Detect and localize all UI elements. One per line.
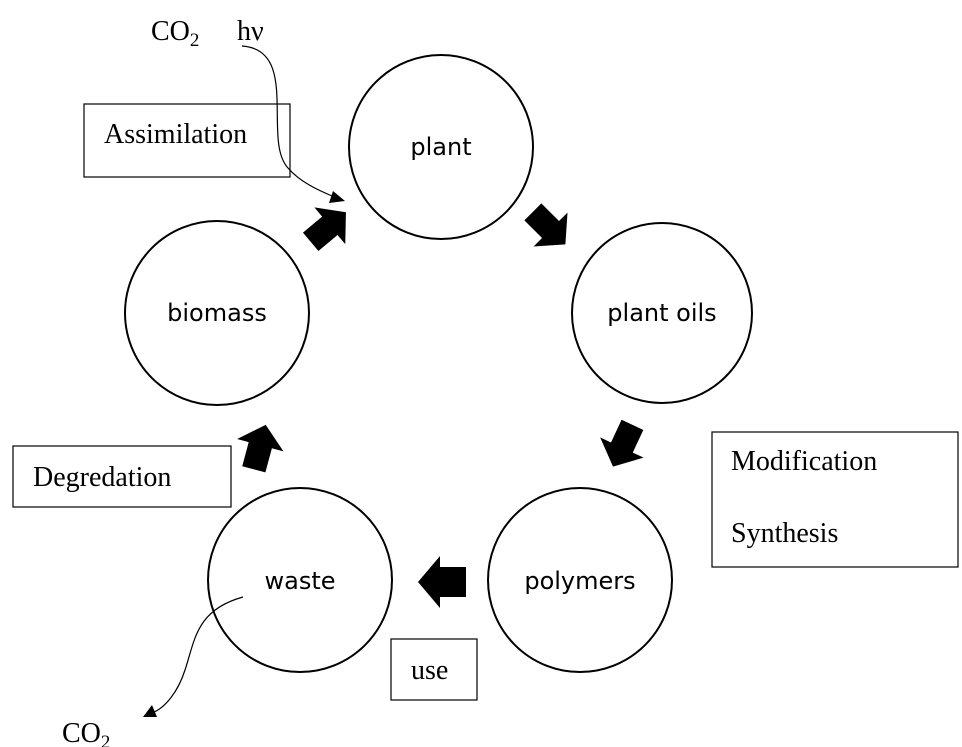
node-waste: waste xyxy=(207,487,393,673)
arrow-oils-to-polymers xyxy=(600,419,644,467)
input-light-label: hν xyxy=(237,16,264,47)
node-plant-circle xyxy=(348,54,534,240)
node-polymers: polymers xyxy=(487,487,673,673)
arrow-waste-to-biomass xyxy=(237,424,284,473)
arrow-plant-to-oils xyxy=(524,203,568,247)
box-degredation: Degredation xyxy=(12,445,232,508)
node-plant-label: plant xyxy=(410,133,471,161)
input-co2-light: CO2 hν xyxy=(151,16,345,203)
output-curve xyxy=(151,596,244,714)
input-arrowhead xyxy=(329,191,345,203)
box-assimilation: Assimilation xyxy=(83,103,291,178)
node-biomass: biomass xyxy=(124,220,310,406)
node-biomass-circle xyxy=(124,220,310,406)
box-degredation-label: Degredation xyxy=(33,462,171,493)
output-co2: CO2 xyxy=(62,596,244,747)
arrow-biomass-to-plant xyxy=(302,207,346,252)
box-degredation-frame xyxy=(12,445,232,508)
node-plant: plant xyxy=(348,54,534,240)
box-use-frame xyxy=(390,638,478,701)
node-plant-oils-label: plant oils xyxy=(607,299,716,327)
box-modification-synthesis: Modification Synthesis xyxy=(711,431,959,568)
node-polymers-label: polymers xyxy=(524,567,635,595)
node-waste-circle xyxy=(207,487,393,673)
input-co2-label: CO2 xyxy=(151,16,199,51)
box-assimilation-label: Assimilation xyxy=(104,119,247,150)
box-use-label: use xyxy=(411,655,448,686)
node-plant-oils-circle xyxy=(571,222,753,404)
box-assimilation-frame xyxy=(83,103,291,178)
node-plant-oils: plant oils xyxy=(571,222,753,404)
arrow-polymers-to-waste xyxy=(418,556,466,608)
box-synthesis-label: Synthesis xyxy=(731,518,838,549)
node-waste-label: waste xyxy=(264,567,335,595)
node-biomass-label: biomass xyxy=(167,299,267,327)
node-polymers-circle xyxy=(487,487,673,673)
box-modification-frame xyxy=(711,431,959,568)
box-modification-label: Modification xyxy=(731,446,877,477)
box-use: use xyxy=(390,638,478,701)
output-co2-label: CO2 xyxy=(62,718,110,747)
output-arrowhead xyxy=(143,705,157,717)
input-curve xyxy=(241,45,333,197)
